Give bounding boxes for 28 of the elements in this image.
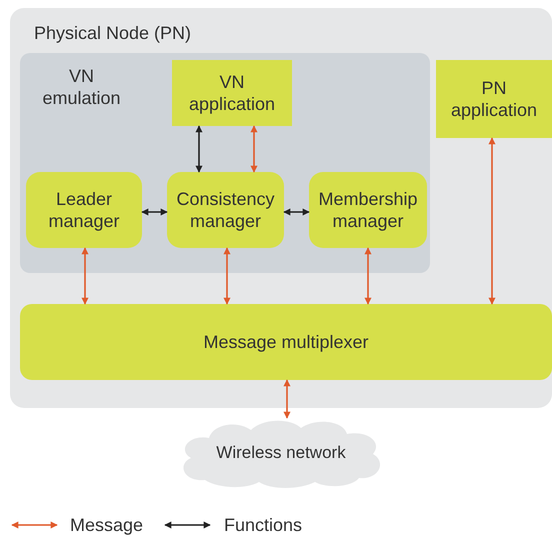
double-arrow: [196, 125, 202, 173]
vn-application-box: [172, 60, 292, 126]
double-arrow: [283, 208, 310, 216]
node-label: PN application: [450, 77, 538, 121]
leader-manager-box: [26, 172, 142, 248]
node-label: Consistency manager: [175, 188, 276, 232]
node-label: Wireless network: [215, 442, 347, 464]
message-multiplexer-box: [20, 304, 552, 380]
panel-heading: Physical Node (PN): [34, 22, 192, 44]
pn-application-box: [436, 60, 552, 138]
double-arrow: [141, 208, 168, 216]
legend-label: Message: [70, 514, 144, 536]
node-label: Message multiplexer: [202, 331, 370, 353]
legend-label: Functions: [224, 514, 302, 536]
double-arrow: [284, 379, 290, 419]
physical-node-panel: [10, 8, 552, 408]
node-label: Membership manager: [317, 188, 419, 232]
panel-heading: VN emulation: [41, 65, 122, 109]
double-arrow: [82, 247, 88, 305]
double-arrow: [224, 247, 230, 305]
node-label: VN application: [188, 71, 276, 115]
consistency-manager-box: [167, 172, 284, 248]
membership-manager-box: [309, 172, 427, 248]
double-arrow: [488, 137, 496, 305]
double-arrow: [364, 247, 372, 305]
double-arrow: [250, 125, 258, 173]
vn-emulation-panel: [20, 53, 430, 273]
node-label: Leader manager: [47, 188, 121, 232]
